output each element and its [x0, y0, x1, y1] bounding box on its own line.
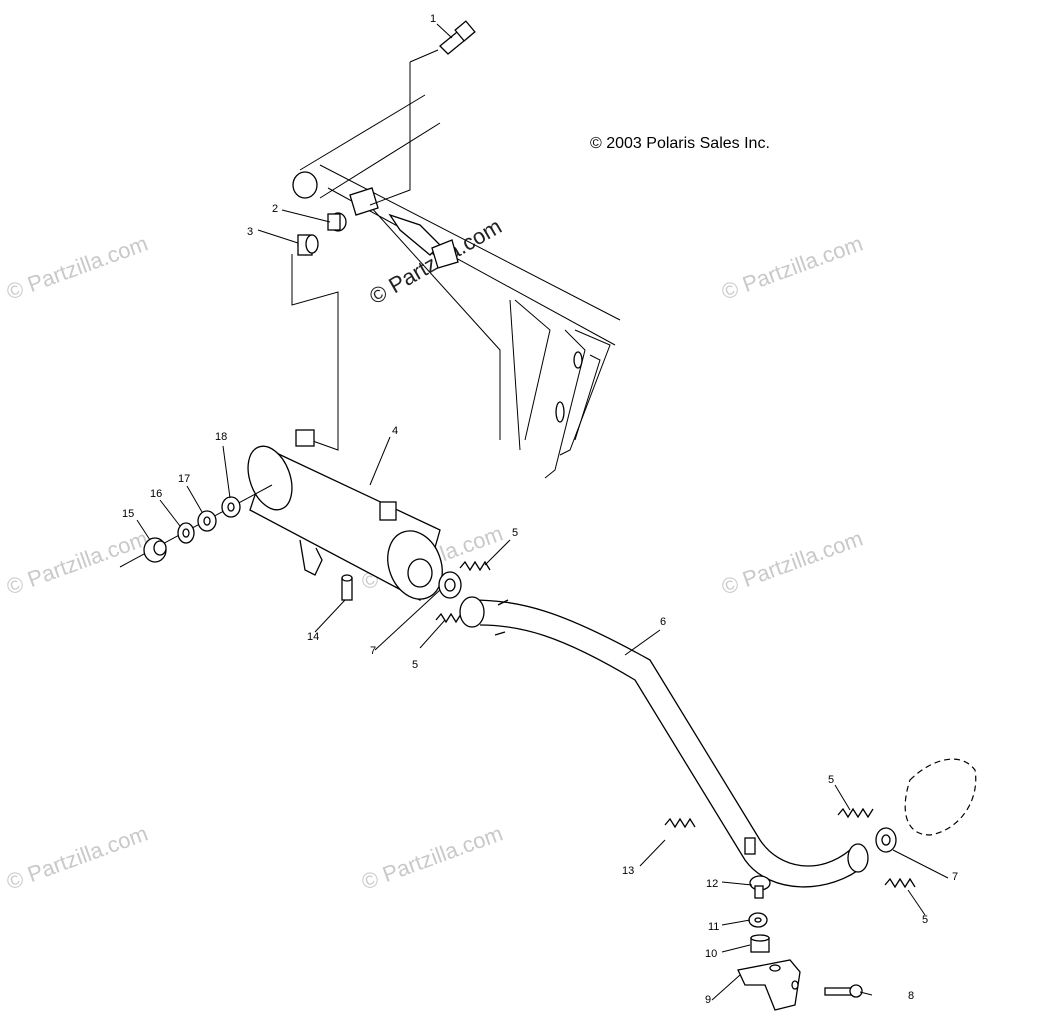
callout-13: 13 — [622, 865, 634, 877]
watermark: © Partzilla.com — [3, 821, 151, 895]
spring-5 — [459, 560, 491, 572]
callout-16: 16 — [150, 488, 162, 500]
screw-8 — [824, 984, 863, 998]
fitting-14 — [341, 574, 353, 601]
callout-12: 12 — [706, 878, 718, 890]
callout-3: 3 — [247, 226, 253, 238]
exhaust-pipe-6 — [459, 596, 869, 888]
gasket-7 — [438, 571, 462, 599]
callout-6: 6 — [660, 616, 666, 628]
nut-15 — [143, 537, 167, 563]
mount-knob-12 — [749, 875, 771, 899]
callout-4: 4 — [392, 425, 398, 437]
watermark: © Partzilla.com — [358, 821, 506, 895]
callout-7: 7 — [370, 645, 376, 657]
washer-18 — [221, 496, 241, 518]
callout-14: 14 — [307, 631, 319, 643]
callout-2: 2 — [272, 203, 278, 215]
bolt-1 — [439, 20, 476, 55]
engine-flange — [904, 758, 977, 836]
washer-17 — [197, 510, 217, 532]
callout-10: 10 — [705, 948, 717, 960]
callout-5: 5 — [412, 659, 418, 671]
callout-18: 18 — [215, 431, 227, 443]
callout-8: 8 — [908, 990, 914, 1002]
watermark: © Partzilla.com — [718, 231, 866, 305]
callout-1: 1 — [430, 13, 436, 25]
callout-17: 17 — [178, 473, 190, 485]
frame-assembly — [292, 94, 621, 479]
washer-16 — [177, 522, 195, 544]
grommet-10 — [750, 934, 770, 953]
watermark: © Partzilla.com — [3, 231, 151, 305]
bracket-9 — [737, 959, 801, 1011]
leader-lines — [136, 23, 949, 1001]
callout-15: 15 — [122, 508, 134, 520]
gasket-7 — [875, 827, 897, 853]
copyright-notice: © 2003 Polaris Sales Inc. — [590, 135, 770, 152]
callout-9: 9 — [705, 994, 711, 1006]
callout-5: 5 — [828, 774, 834, 786]
spring-13 — [664, 817, 696, 829]
watermark: © Partzilla.com — [718, 526, 866, 600]
spacer-3 — [297, 234, 319, 256]
bushing-2 — [327, 212, 347, 232]
callout-5: 5 — [512, 527, 518, 539]
callout-11: 11 — [708, 921, 719, 933]
callout-7: 7 — [952, 871, 958, 883]
spring-5 — [837, 807, 874, 819]
callout-5: 5 — [922, 914, 928, 926]
callout-labels: 1 2 3 4 5 5 5 5 6 7 7 8 9 10 11 12 13 14… — [122, 13, 958, 1006]
muffler-4 — [247, 429, 443, 601]
nut-11 — [748, 912, 768, 928]
spring-5 — [884, 877, 916, 889]
